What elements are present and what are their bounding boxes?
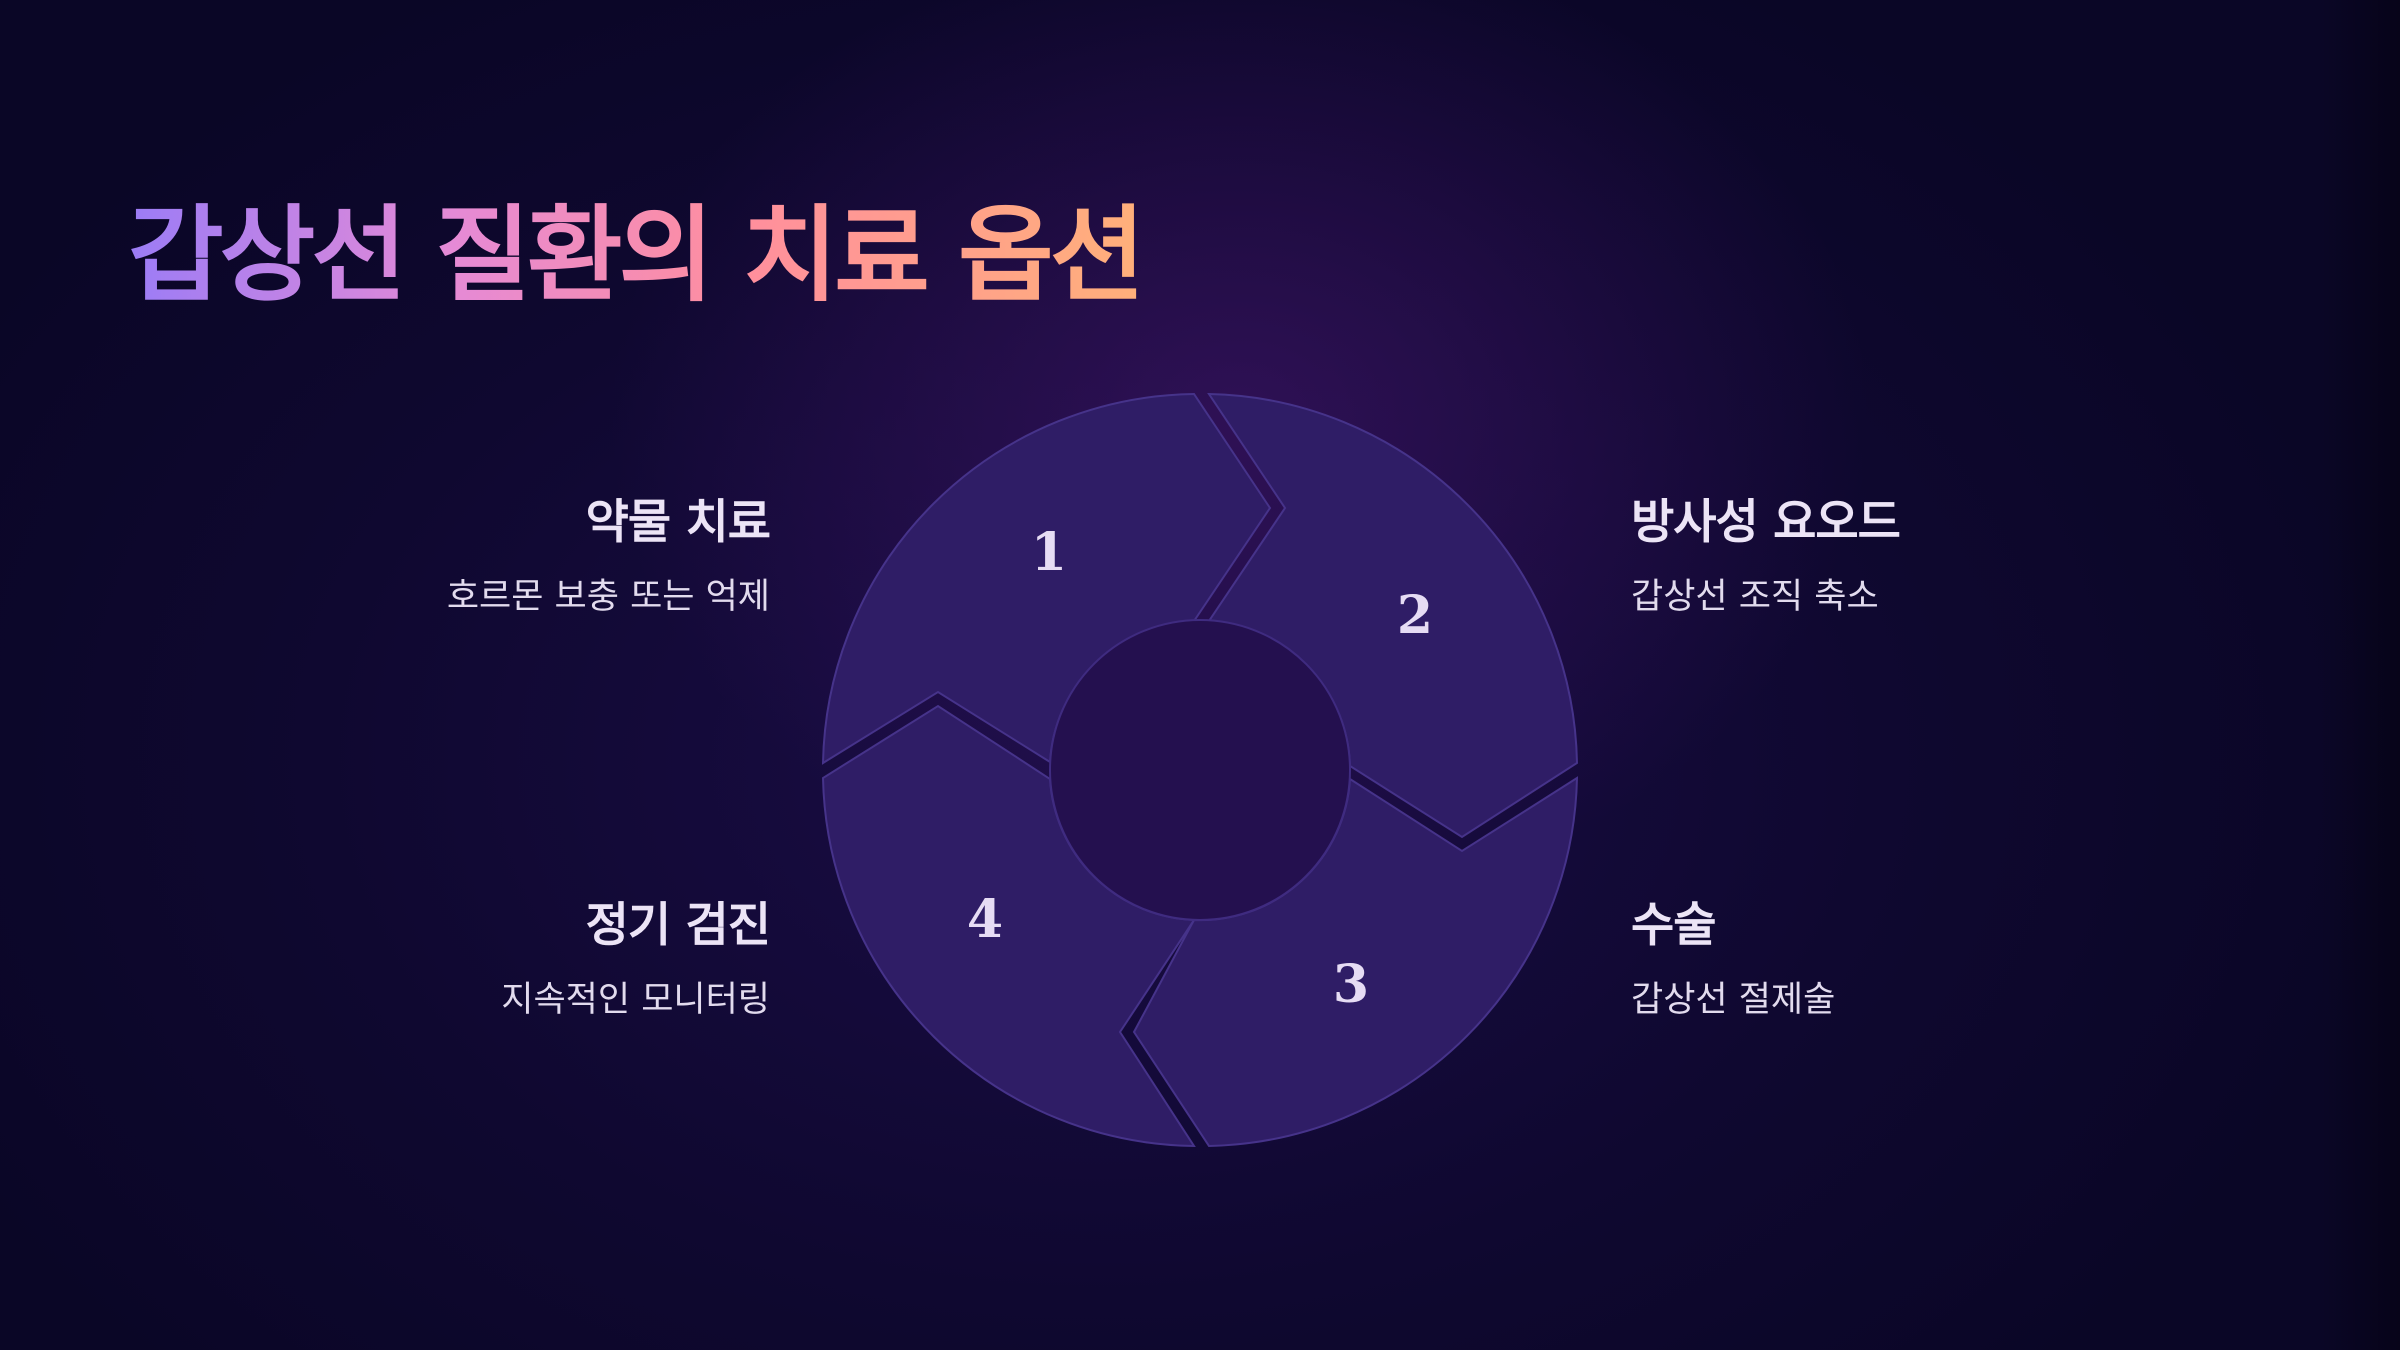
cycle-number-2: 2 [1397, 585, 1433, 646]
step-4-title: 정기 검진 [585, 898, 771, 953]
step-3-title: 수술 [1631, 898, 1716, 953]
cycle-number-4: 4 [967, 889, 1003, 950]
right-edge-shade [2320, 0, 2400, 1350]
cycle-number-3: 3 [1333, 954, 1369, 1015]
cycle-hub [1049, 619, 1351, 921]
step-4-description: 지속적인 모니터링 [501, 980, 770, 1020]
step-2-description: 갑상선 조직 축소 [1631, 577, 1879, 617]
step-1-description: 호르몬 보충 또는 억제 [446, 577, 770, 617]
step-3-label: 수술 갑상선 절제술 [1631, 898, 1835, 1022]
page-title: 갑상선 질환의 치료 옵션 [128, 185, 1145, 325]
step-1-label: 약물 치료 호르몬 보충 또는 억제 [446, 495, 771, 619]
cycle-number-1: 1 [1031, 522, 1067, 583]
step-4-label: 정기 검진 지속적인 모니터링 [501, 898, 771, 1022]
step-2-label: 방사성 요오드 갑상선 조직 축소 [1631, 495, 1901, 619]
step-1-title: 약물 치료 [585, 495, 771, 550]
step-2-title: 방사성 요오드 [1631, 495, 1901, 550]
step-3-description: 갑상선 절제술 [1631, 980, 1836, 1020]
